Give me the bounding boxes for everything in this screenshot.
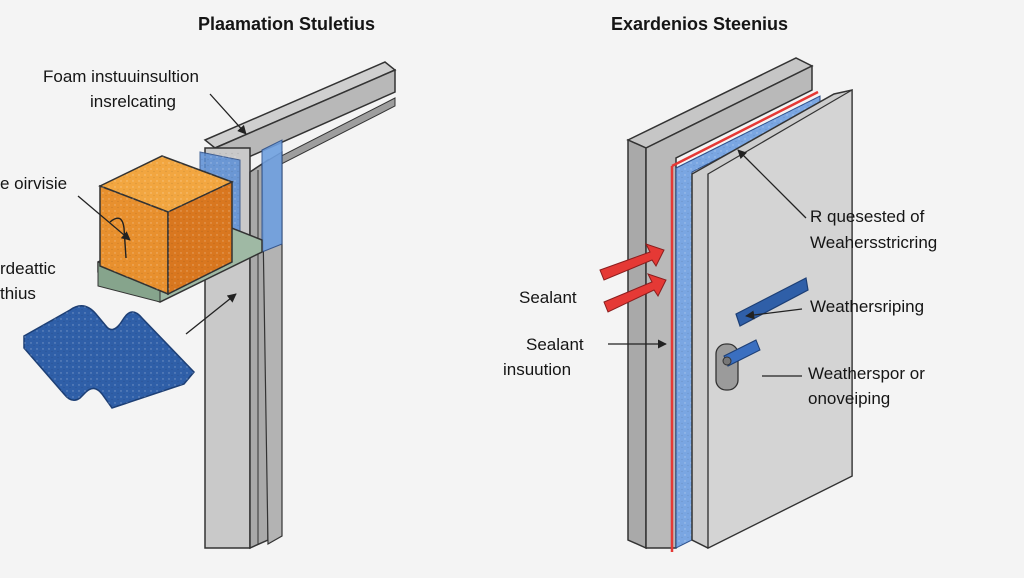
sealant-insulation-label-line2: insuution bbox=[503, 360, 572, 379]
door-assembly bbox=[599, 57, 853, 552]
door-handle-icon bbox=[715, 339, 761, 391]
handle-label-line2: onoveiping bbox=[808, 389, 891, 408]
flashing-strip bbox=[23, 305, 196, 409]
right-panel-title: Exardenios Steenius bbox=[611, 14, 789, 34]
foam-label-line2: insrelcating bbox=[90, 92, 176, 111]
head-beam bbox=[203, 61, 397, 181]
side-label-top: e oirvisie bbox=[0, 174, 68, 193]
leader-arrow-top bbox=[737, 149, 807, 219]
insulation-channel bbox=[675, 95, 821, 549]
side-label-mid-line1: rdeattic bbox=[0, 259, 56, 278]
weatherstrip-label: Weathersriping bbox=[810, 297, 925, 316]
leader-arrow-foam bbox=[209, 93, 247, 135]
left-panel-title: Plaamation Stuletius bbox=[198, 14, 376, 34]
foam-block bbox=[98, 155, 234, 296]
top-right-label-line1: R quesested of bbox=[810, 207, 925, 226]
top-right-label-line2: Weahersstricring bbox=[810, 233, 938, 252]
leader-arrow-post bbox=[185, 293, 237, 335]
left-assembly bbox=[23, 61, 397, 550]
door-leaf bbox=[691, 88, 853, 549]
leader-arrow-side bbox=[77, 195, 131, 241]
side-label-mid-line2: thius bbox=[0, 284, 36, 303]
sealant-line bbox=[670, 90, 819, 552]
arrow-right-icon bbox=[599, 243, 667, 313]
handle-label-line1: Weatherspor or bbox=[808, 364, 925, 383]
foam-label-line1: Foam instuuinsultion bbox=[43, 67, 199, 86]
sealant-insulation-label-line1: Sealant bbox=[526, 335, 584, 354]
sealant-arrows-label: Sealant bbox=[519, 288, 577, 307]
leader-arrow-weatherstrip bbox=[745, 308, 803, 320]
